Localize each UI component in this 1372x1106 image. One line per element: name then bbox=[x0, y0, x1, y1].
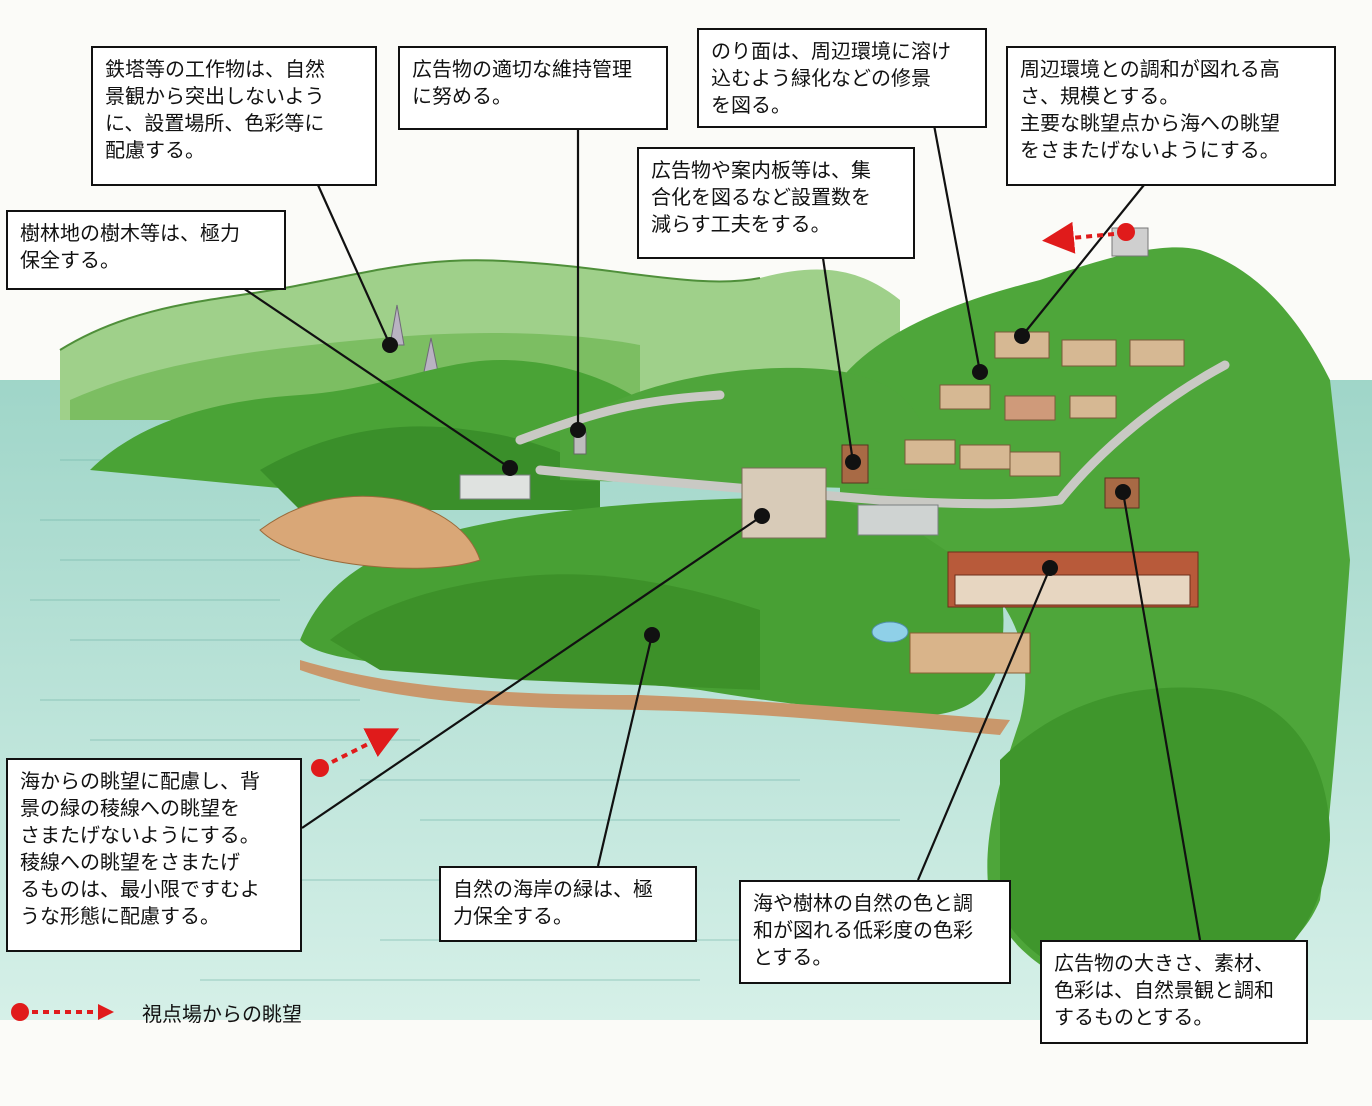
buildings bbox=[459, 227, 1199, 674]
pointer-lines bbox=[242, 124, 1202, 941]
pointer-dots bbox=[382, 328, 1131, 643]
coastline bbox=[259, 495, 1010, 735]
note-height-scale: 周辺環境との調和が図れる高 さ、規模とする。 主要な眺望点から海への眺望 をさま… bbox=[1006, 46, 1336, 186]
note-low-saturation: 海や樹林の自然の色と調 和が図れる低彩度の色彩 とする。 bbox=[739, 880, 1011, 984]
legend: 視点場からの眺望 bbox=[10, 994, 302, 1030]
viewpoint-arrow-legend-icon bbox=[11, 1003, 114, 1021]
roads bbox=[515, 360, 1230, 509]
note-ad-maintenance: 広告物の適切な維持管理 に努める。 bbox=[398, 46, 668, 130]
legend-label: 視点場からの眺望 bbox=[142, 1001, 302, 1026]
note-sea-view: 海からの眺望に配慮し、背 景の緑の稜線への眺望を さまたげないようにする。 稜線… bbox=[6, 758, 302, 952]
viewpoint-arrow-hill bbox=[1042, 221, 1135, 254]
pond bbox=[871, 621, 909, 643]
note-slope-greening: のり面は、周辺環境に溶け 込むよう緑化などの修景 を図る。 bbox=[697, 28, 987, 128]
note-ad-size: 広告物の大きさ、素材、 色彩は、自然景観と調和 するものとする。 bbox=[1040, 940, 1308, 1044]
note-coast-green: 自然の海岸の緑は、極 力保全する。 bbox=[439, 866, 697, 942]
viewpoint-arrow-sea bbox=[311, 728, 400, 777]
note-steel-tower: 鉄塔等の工作物は、自然 景観から突出しないよう に、設置場所、色彩等に 配慮する… bbox=[91, 46, 377, 186]
note-forest-trees: 樹林地の樹木等は、極力 保全する。 bbox=[6, 210, 286, 290]
note-consolidate-signs: 広告物や案内板等は、集 合化を図るなど設置数を 減らす工夫をする。 bbox=[637, 147, 915, 259]
